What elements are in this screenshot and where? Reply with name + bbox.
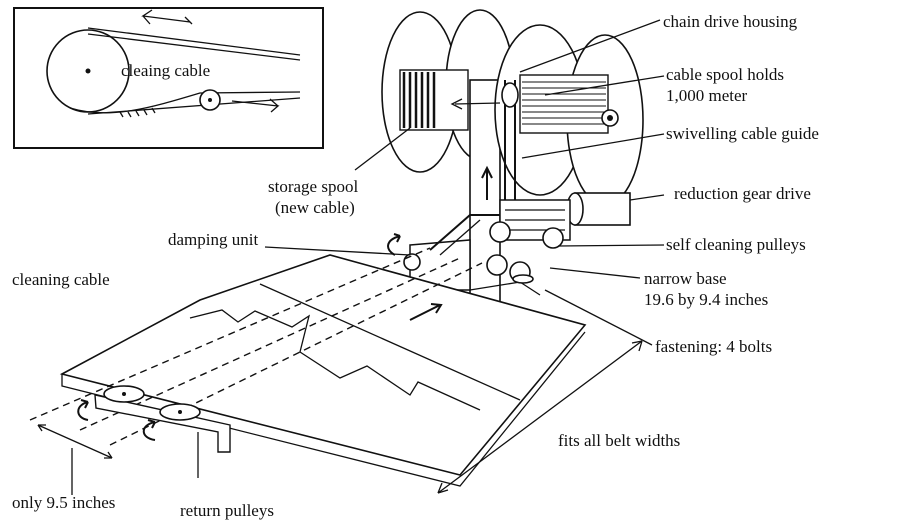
label-storage-spool: storage spool (268, 177, 358, 196)
label-spool-length: 1,000 meter (666, 86, 748, 105)
label-spool-holds: cable spool holds (666, 65, 784, 84)
arrow-left-spool-icon (450, 98, 501, 110)
reduction-gear-motor (574, 192, 631, 226)
label-fastening: fastening: 4 bolts (655, 337, 772, 356)
width-9-5-dimension (37, 424, 113, 459)
label-narrow-base: narrow base (644, 269, 727, 288)
arrow-right-icon (231, 98, 280, 113)
inset-panel: cleaing cable (13, 7, 324, 149)
label-cleaning-cable: cleaning cable (12, 270, 110, 289)
return-pulley-bracket (94, 394, 231, 453)
self-cleaning-pulley-icon (489, 221, 511, 243)
arrow-up-icon (481, 165, 493, 200)
cleaning-cable-line (29, 247, 431, 421)
drive-assembly (387, 192, 631, 296)
dimensions (37, 340, 643, 495)
label-belt-widths: fits all belt widths (558, 431, 680, 450)
label-inset-cable: cleaing cable (121, 61, 210, 80)
arrow-left-icon (141, 9, 191, 25)
label-return-pulleys: return pulleys (180, 501, 274, 520)
label-reduction-gear: reduction gear drive (674, 184, 811, 203)
rotation-arrow-icon (387, 233, 401, 256)
belt-seam (189, 309, 481, 411)
label-chain-drive: chain drive housing (663, 12, 798, 31)
spool-assembly (381, 9, 644, 306)
label-swivel-guide: swivelling cable guide (666, 124, 819, 143)
label-base-size: 19.6 by 9.4 inches (644, 290, 768, 309)
conveyor-belt (29, 247, 587, 487)
belt-width-dimension (437, 340, 643, 494)
label-damping-unit: damping unit (168, 230, 258, 249)
label-self-cleaning: self cleaning pulleys (666, 235, 806, 254)
leader-lines (197, 19, 665, 478)
label-new-cable: (new cable) (275, 198, 355, 217)
belt-surface (59, 254, 587, 476)
belt-direction-icon (409, 303, 443, 321)
label-only-width: only 9.5 inches (12, 493, 115, 512)
